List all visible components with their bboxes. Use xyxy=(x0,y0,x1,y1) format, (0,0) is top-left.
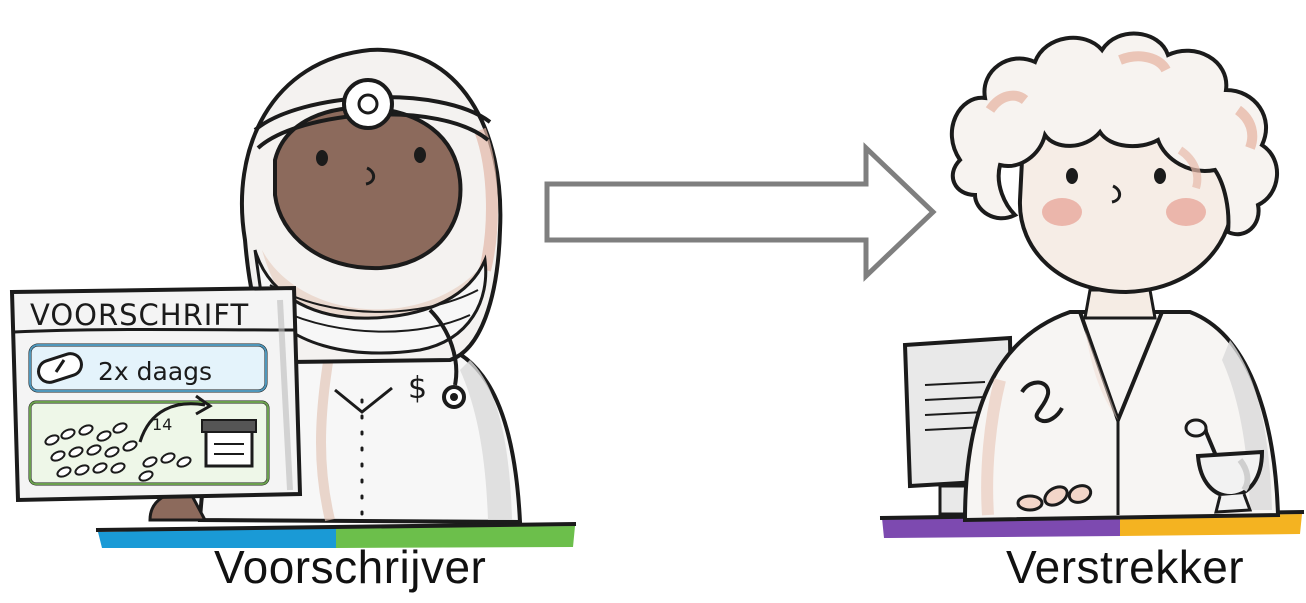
prescription-screen: VOORSCHRIFT 2x daags xyxy=(12,288,300,500)
flow-arrow xyxy=(547,148,933,276)
blush-left xyxy=(1042,198,1082,226)
dispenser-label: Verstrekker xyxy=(1006,540,1244,594)
prescriber-eye-left xyxy=(316,150,328,166)
dispenser-eye-right xyxy=(1154,168,1166,184)
prescriber-face xyxy=(275,108,460,268)
dispenser-illustration xyxy=(880,34,1304,538)
dispenser-eye-left xyxy=(1066,168,1078,184)
dosage-text: 2x daags xyxy=(98,357,212,386)
caduceus-icon: $ xyxy=(408,371,427,406)
screen-title: VOORSCHRIFT xyxy=(30,298,249,332)
prescriber-eye-right xyxy=(414,147,426,163)
pill-box-icon xyxy=(202,420,256,466)
prescriber-label: Voorschrijver xyxy=(214,540,486,594)
blush-right xyxy=(1166,198,1206,226)
prescriber-illustration: $ VOORSCHRIFT 2x daags xyxy=(12,50,576,548)
quantity-text: 14 xyxy=(152,415,172,434)
